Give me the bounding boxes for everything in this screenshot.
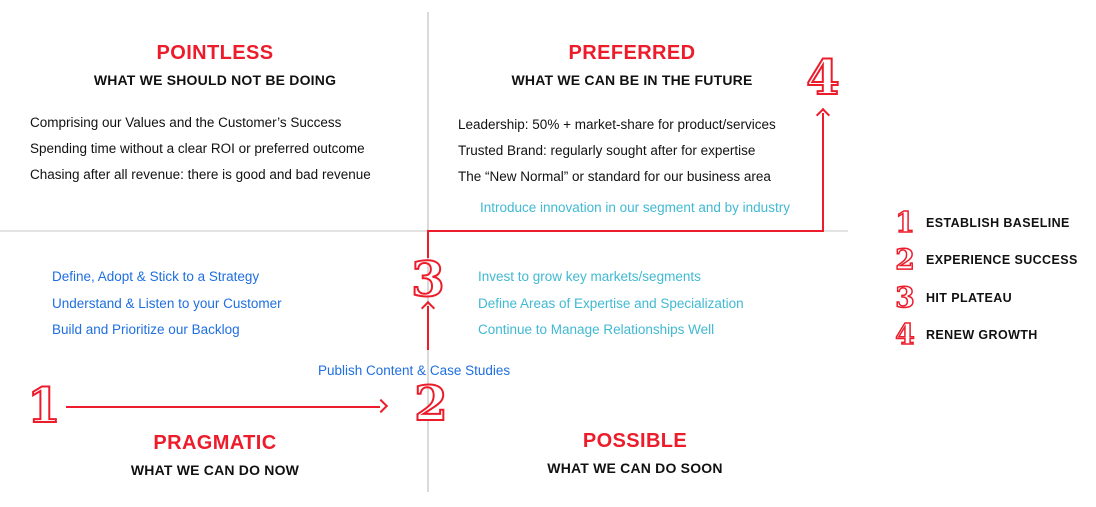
legend-label: HIT PLATEAU <box>926 291 1013 305</box>
possible-item: Continue to Manage Relationships Well <box>478 322 715 337</box>
pointless-item: Comprising our Values and the Customer’s… <box>30 115 342 130</box>
arrow-line-2-to-3 <box>427 306 429 350</box>
legend-label: ESTABLISH BASELINE <box>926 216 1070 230</box>
preferred-highlight-item: Introduce innovation in our segment and … <box>480 200 790 215</box>
milestone-number-3: 3 <box>410 252 445 308</box>
path-segment-3-to-4-horizontal <box>427 230 824 232</box>
preferred-subtitle: WHAT WE CAN BE IN THE FUTURE <box>511 72 753 88</box>
milestone-number-2: 2 <box>413 376 448 432</box>
pointless-item: Chasing after all revenue: there is good… <box>30 167 371 182</box>
possible-item-list: Invest to grow key markets/segments Defi… <box>478 264 744 344</box>
legend-number-4: 4 <box>895 318 916 351</box>
legend-row: 4 RENEW GROWTH <box>895 318 1038 351</box>
quadrant-preferred-heading: PREFERRED WHAT WE CAN BE IN THE FUTURE <box>430 42 834 88</box>
possible-item: Define Areas of Expertise and Specializa… <box>478 295 744 311</box>
preferred-item-list: Leadership: 50% + market-share for produ… <box>458 112 776 190</box>
arrow-line-1-to-2 <box>66 406 380 408</box>
quadrant-possible-heading: POSSIBLE WHAT WE CAN DO SOON <box>430 430 840 476</box>
pointless-title: POINTLESS <box>156 42 274 64</box>
pragmatic-item: Build and Prioritize our Backlog <box>52 322 240 337</box>
pragmatic-item: Understand & Listen to your Customer <box>52 295 282 311</box>
legend-row: 3 HIT PLATEAU <box>895 281 1013 314</box>
pointless-item-list: Comprising our Values and the Customer’s… <box>30 110 371 188</box>
preferred-item: The “New Normal” or standard for our bus… <box>458 169 771 184</box>
pragmatic-footer-item: Publish Content & Case Studies <box>318 363 511 378</box>
legend-number-3: 3 <box>895 281 916 314</box>
horizontal-divider-line <box>0 230 848 232</box>
path-segment-3-vertical <box>427 231 429 258</box>
milestone-number-1: 1 <box>26 378 61 434</box>
preferred-item: Trusted Brand: regularly sought after fo… <box>458 143 756 158</box>
pragmatic-title: PRAGMATIC <box>153 432 277 454</box>
possible-title: POSSIBLE <box>582 430 688 452</box>
milestone-number-4: 4 <box>805 50 840 106</box>
legend-row: 2 EXPERIENCE SUCCESS <box>895 243 1078 276</box>
pointless-subtitle: WHAT WE SHOULD NOT BE DOING <box>93 72 337 88</box>
pragmatic-subtitle: WHAT WE CAN DO NOW <box>130 462 300 478</box>
possible-subtitle: WHAT WE CAN DO SOON <box>547 460 723 476</box>
preferred-title: PREFERRED <box>568 42 696 64</box>
legend-label: EXPERIENCE SUCCESS <box>926 253 1078 267</box>
arrowhead-right-icon <box>373 398 389 414</box>
quadrant-pragmatic-heading: PRAGMATIC WHAT WE CAN DO NOW <box>0 432 430 478</box>
legend-row: 1 ESTABLISH BASELINE <box>895 206 1070 239</box>
preferred-item: Leadership: 50% + market-share for produ… <box>458 117 776 132</box>
arrowhead-up-icon <box>815 107 831 123</box>
legend-number-1: 1 <box>895 206 916 239</box>
legend-label: RENEW GROWTH <box>926 328 1038 342</box>
arrow-line-to-4-vertical <box>822 113 824 232</box>
pragmatic-item-list: Define, Adopt & Stick to a Strategy Unde… <box>52 264 282 344</box>
possible-item: Invest to grow key markets/segments <box>478 269 701 284</box>
quadrant-pointless-heading: POINTLESS WHAT WE SHOULD NOT BE DOING <box>0 42 430 88</box>
pointless-item: Spending time without a clear ROI or pre… <box>30 141 365 156</box>
pragmatic-item: Define, Adopt & Stick to a Strategy <box>52 269 260 284</box>
legend-number-2: 2 <box>895 243 916 276</box>
